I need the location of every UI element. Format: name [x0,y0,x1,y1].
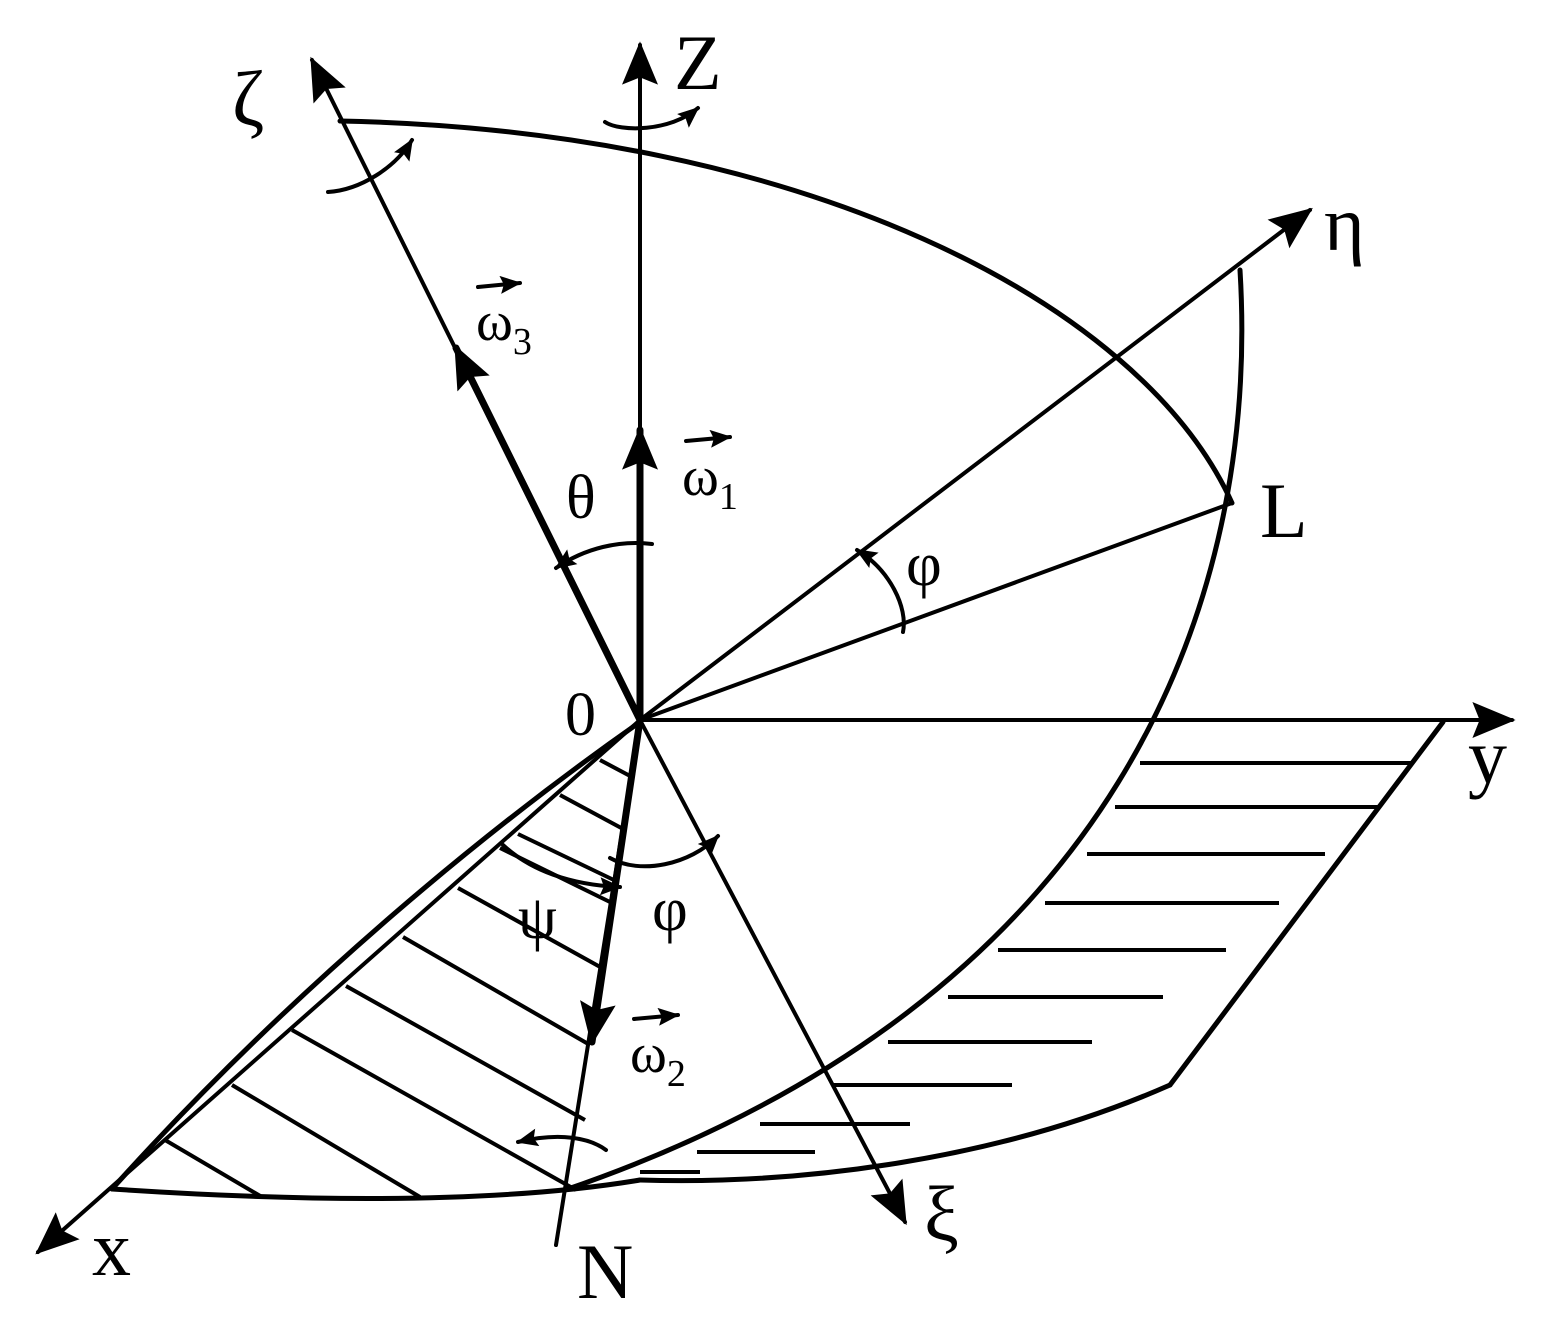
lower-arc [109,1177,643,1201]
eta-axis [638,207,1313,722]
omega1-arrow-icon [684,429,732,448]
N-rotation-indicator [516,1128,608,1152]
L-point-label: L [1260,467,1308,554]
z-axis-label: Z [674,19,722,106]
right-arc [562,267,1245,1193]
omega3-vector [452,344,644,724]
phi-lower-arc [608,834,720,869]
xi-axis-label: ξ [924,1170,959,1257]
x-plane-edge [109,719,643,1192]
xy-plane-hatching [163,758,1413,1199]
upper-arc [337,118,1235,506]
omega2-arrow-icon [632,1007,680,1026]
omega1-label: ω1 [682,446,738,518]
eta-axis-label: η [1324,180,1365,267]
y-plane-edge [1167,719,1446,1088]
N-point-label: N [577,1228,633,1315]
phi-upper-label: φ [906,531,942,599]
origin-label: 0 [565,681,596,749]
x-axis-label: x [92,1205,131,1292]
zeta-axis-label: ζ [232,55,264,142]
theta-label: θ [566,464,596,532]
omega2-label: ω2 [630,1023,686,1095]
omega3-arrow-icon [476,275,522,294]
psi-arc [501,843,622,896]
y-plane-edge-lower [637,1082,1173,1184]
phi-upper-arc [855,548,906,634]
omega3-label: ω3 [476,291,532,363]
z-rotation-indicator [603,106,700,131]
phi-lower-label: φ [652,876,688,944]
x-axis [35,718,642,1255]
theta-arc [554,541,654,570]
y-axis-label: y [1468,713,1507,800]
zeta-rotation-indicator [326,138,414,194]
psi-label: ψ [518,884,557,952]
line-OL [638,501,1234,722]
xi-axis [638,718,907,1226]
